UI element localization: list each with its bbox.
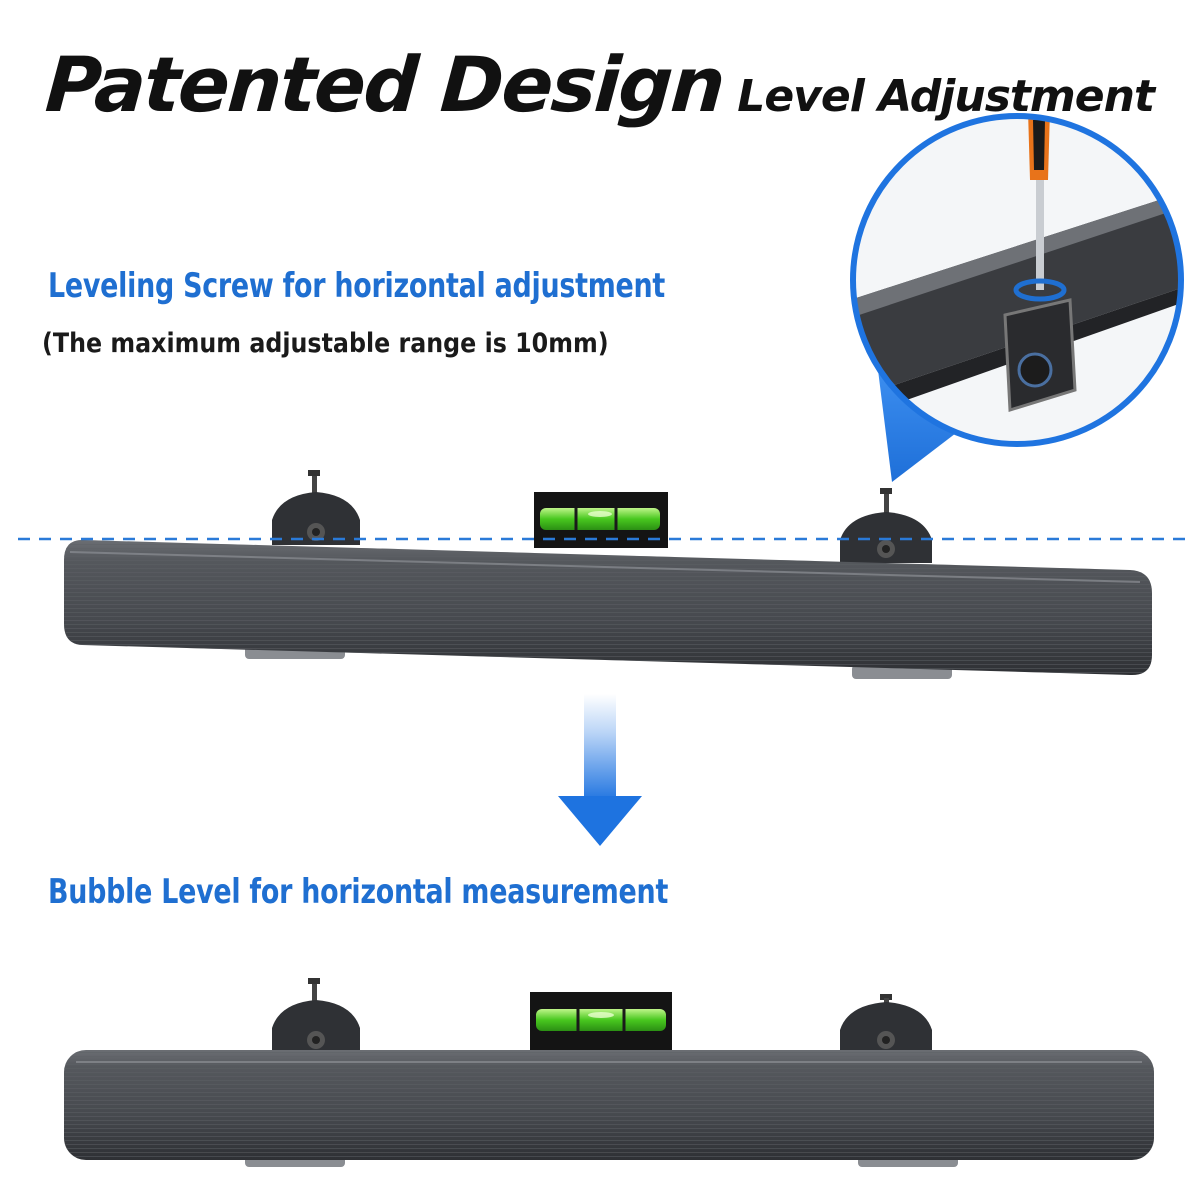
- zoom-callout: [850, 113, 1184, 482]
- bubble-level-icon: [530, 992, 672, 1050]
- right-bracket-icon: [840, 994, 932, 1052]
- left-bracket-icon: [272, 470, 360, 545]
- soundbar-bottom: [64, 978, 1154, 1167]
- bubble-level-heading: Bubble Level for horizontal measurement: [48, 872, 669, 912]
- title-sub: Level Adjustment: [737, 71, 1155, 122]
- soundbar-top: [64, 470, 1152, 679]
- bubble-level-icon: [534, 492, 668, 548]
- left-bracket-icon: [272, 978, 360, 1052]
- leveling-screw-heading: Leveling Screw for horizontal adjustment: [48, 266, 666, 306]
- arrow-down-icon: [558, 694, 642, 846]
- max-range-note: (The maximum adjustable range is 10mm): [42, 328, 609, 359]
- right-bracket-icon: [840, 488, 932, 563]
